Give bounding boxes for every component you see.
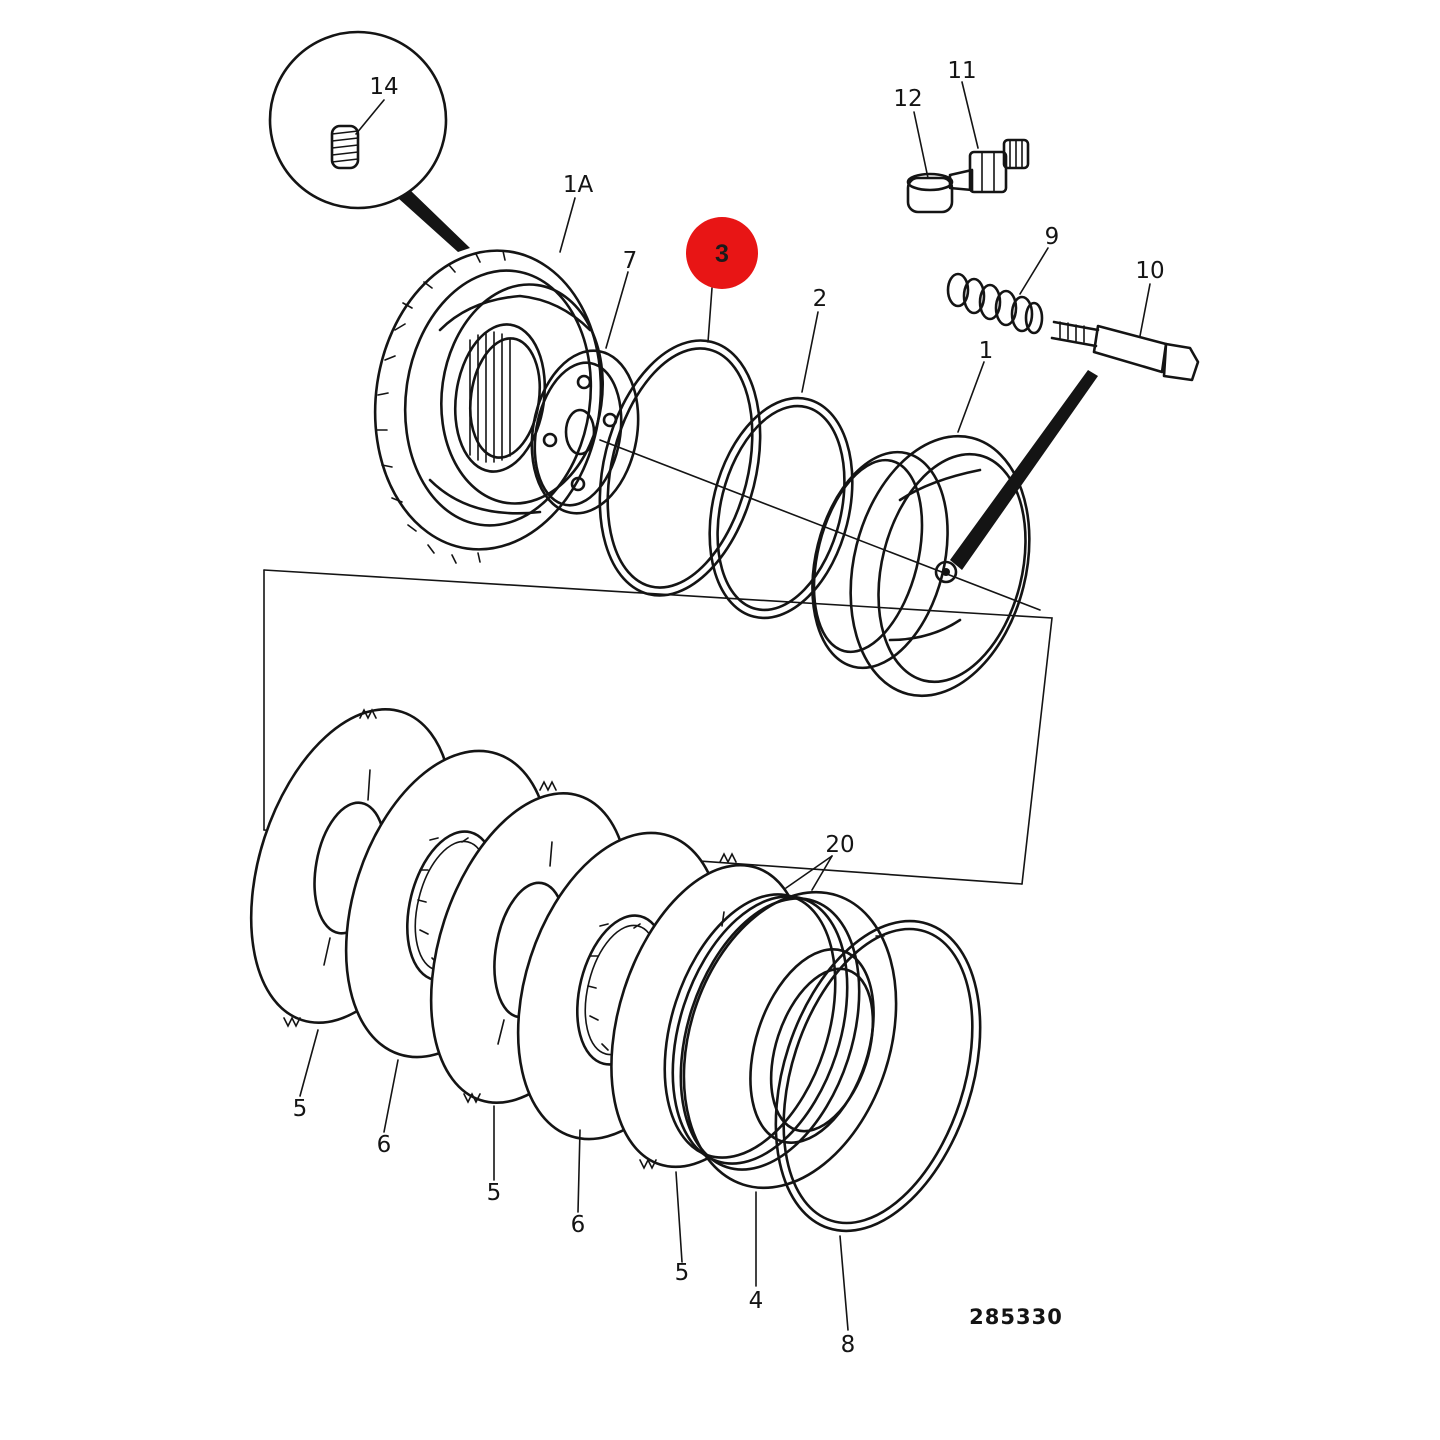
callout-6-first: 6 (377, 1132, 392, 1158)
callout-6-second: 6 (571, 1212, 586, 1238)
drawing-number: 285330 (969, 1305, 1063, 1329)
callout-8: 8 (841, 1332, 856, 1358)
callout-labels: 14 1A 7 2 1 12 11 9 10 20 5 6 5 6 5 4 8 … (293, 58, 1165, 1358)
thread-insert-part (330, 124, 360, 170)
centre-axis-line (599, 439, 1041, 611)
callout-12: 12 (893, 86, 922, 112)
callout-5-third: 5 (675, 1260, 690, 1286)
leader-lines (299, 81, 1151, 1331)
spring-part (946, 272, 1044, 335)
callout-2: 2 (813, 286, 828, 312)
callout-1A: 1A (563, 172, 594, 198)
clutch-housing-part (373, 249, 604, 564)
callout-5-first: 5 (293, 1096, 308, 1122)
callout-11: 11 (947, 58, 976, 84)
detail-view-insert (268, 30, 470, 252)
o-ring-large-part (598, 339, 762, 597)
bolt-part (1050, 320, 1200, 382)
spline-teeth (469, 331, 511, 463)
clutch-piston-part (811, 370, 1098, 698)
callout-7: 7 (623, 248, 638, 274)
o-ring-small-part (708, 396, 854, 620)
fitting-part (948, 138, 1030, 194)
highlight-circle (686, 217, 758, 289)
callout-14: 14 (369, 74, 398, 100)
callout-4: 4 (749, 1288, 764, 1314)
housing-gear-teeth (376, 250, 506, 564)
callout-5-second: 5 (487, 1180, 502, 1206)
snap-ring-part (774, 919, 982, 1233)
callout-1: 1 (979, 338, 994, 364)
highlighted-callout-label: 3 (715, 240, 729, 268)
callout-9: 9 (1045, 224, 1060, 250)
highlight-marker[interactable]: 3 (686, 217, 758, 289)
plug-part (906, 172, 954, 214)
callout-20: 20 (825, 832, 854, 858)
callout-10: 10 (1135, 258, 1164, 284)
hub-plate-part (530, 349, 640, 515)
